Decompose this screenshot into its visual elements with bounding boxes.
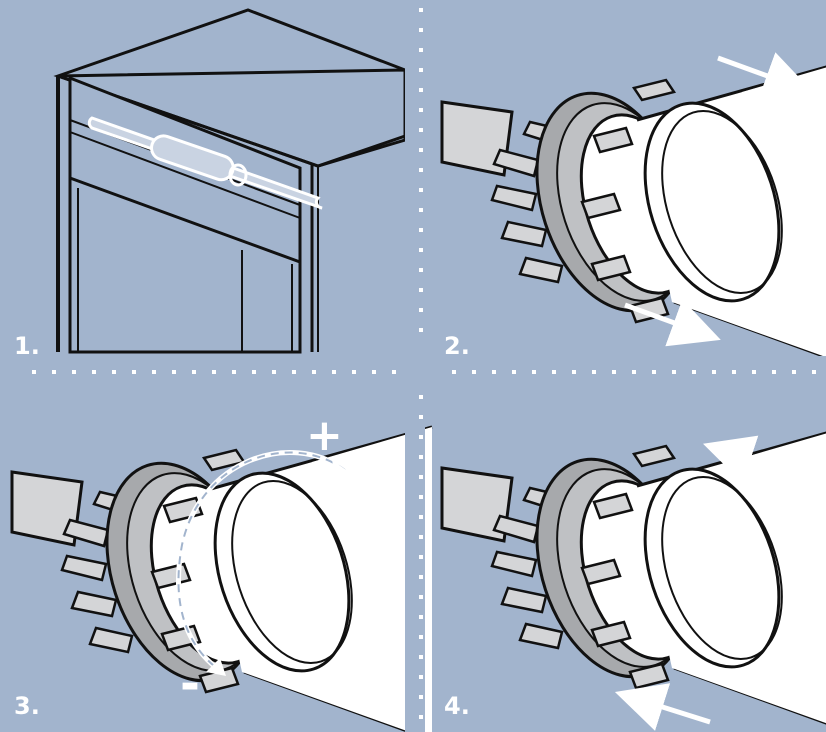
step-label-1: 1.	[14, 332, 40, 360]
panel-2-assembly	[440, 55, 826, 372]
arrow-icon	[624, 299, 721, 347]
arrow-icon	[614, 683, 711, 731]
rotate-arrow-icon	[206, 658, 226, 676]
arrow-icon	[703, 435, 799, 484]
plus-sign: +	[306, 410, 343, 461]
step-label-3: 3.	[14, 692, 40, 720]
arrow-icon	[717, 52, 814, 100]
rotate-arrow-icon	[332, 460, 352, 480]
step-label-2: 2.	[444, 332, 470, 360]
panel-4-assembly	[440, 421, 826, 732]
step-label-4: 4.	[444, 692, 470, 720]
minus-sign: -	[180, 656, 200, 712]
panel-1-frame	[53, 8, 407, 354]
panel-3-assembly	[10, 425, 434, 732]
